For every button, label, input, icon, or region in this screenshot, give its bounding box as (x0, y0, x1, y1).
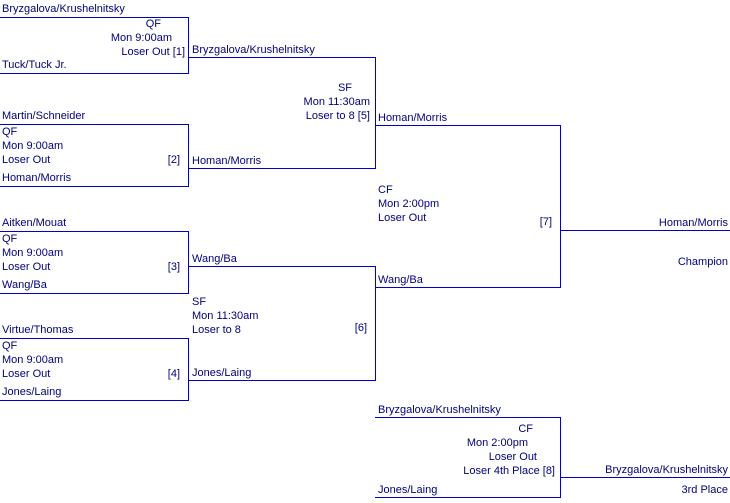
qf4-bottom-team: Jones/Laing (2, 386, 62, 398)
sf2-time: Mon 11:30am (192, 310, 259, 322)
cf-time: Mon 2:00pm (378, 198, 440, 210)
sf2-winner-line (375, 287, 560, 288)
cf-winner: Homan/Morris (658, 217, 728, 229)
third-winner: Bryzgalova/Krushelnitsky (605, 464, 728, 476)
third-bottom-team: Jones/Laing (378, 484, 438, 496)
sf1-winner-line (375, 125, 560, 126)
third-place-label: 3rd Place (681, 484, 728, 496)
qf1-time: Mon 9:00am (110, 32, 172, 44)
champion-label: Champion (677, 256, 728, 268)
qf3-result: Loser Out (2, 261, 51, 273)
sf2-join-line (375, 266, 376, 381)
third-top-team: Bryzgalova/Krushelnitsky (378, 404, 501, 416)
third-join-line (560, 417, 561, 498)
qf2-bottom-line (0, 186, 188, 187)
qf4-seed: [4] (167, 368, 180, 380)
third-time: Mon 2:00pm (466, 437, 528, 449)
qf3-seed: [3] (167, 261, 180, 273)
third-result: Loser Out (488, 451, 537, 463)
qf2-top-team: Martin/Schneider (2, 110, 86, 122)
qf3-time: Mon 9:00am (2, 247, 64, 259)
qf4-top-team: Virtue/Thomas (2, 324, 74, 336)
qf2-seed: [2] (167, 154, 180, 166)
qf3-winner-line (188, 266, 375, 267)
qf2-top-line (0, 124, 188, 125)
qf3-winner: Wang/Ba (192, 253, 237, 265)
qf1-top-team: Bryzgalova/Krushelnitsky (2, 3, 125, 15)
qf4-top-line (0, 338, 188, 339)
qf4-round-label: QF (2, 340, 18, 352)
qf1-winner: Bryzgalova/Krushelnitsky (192, 44, 315, 56)
sf1-round-label: SF (337, 82, 352, 94)
third-winner-line (560, 477, 730, 478)
qf1-bottom-team: Tuck/Tuck Jr. (2, 59, 67, 71)
qf3-bottom-team: Wang/Ba (2, 279, 47, 291)
qf2-result: Loser Out (2, 154, 51, 166)
sf1-time: Mon 11:30am (303, 96, 370, 108)
cf-result: Loser Out (378, 212, 427, 224)
qf1-round-label: QF (145, 18, 161, 30)
qf3-round-label: QF (2, 233, 18, 245)
third-top-line (375, 417, 560, 418)
qf1-bottom-line (0, 73, 188, 74)
sf1-winner: Homan/Morris (378, 112, 448, 124)
qf1-winner-line (188, 57, 375, 58)
cf-seed: [7] (539, 216, 552, 228)
cf-round-label: CF (378, 184, 393, 196)
qf2-round-label: QF (2, 126, 18, 138)
sf1-result: Loser to 8 [5] (305, 110, 370, 122)
qf2-winner: Homan/Morris (192, 155, 262, 167)
qf3-join-line (188, 231, 189, 294)
cf-winner-line (560, 230, 730, 231)
sf2-seed: [6] (354, 322, 367, 334)
sf1-join-line (375, 57, 376, 169)
qf1-top-line (0, 17, 188, 18)
qf2-bottom-team: Homan/Morris (2, 172, 72, 184)
qf2-winner-line (188, 168, 375, 169)
qf1-result: Loser Out [1] (121, 46, 185, 58)
sf2-winner: Wang/Ba (378, 274, 423, 286)
sf2-round-label: SF (192, 296, 207, 308)
cf-join-line (560, 125, 561, 288)
sf2-result: Loser to 8 (192, 324, 241, 336)
qf2-time: Mon 9:00am (2, 140, 64, 152)
qf3-top-line (0, 231, 188, 232)
third-round-label: CF (518, 423, 533, 435)
qf4-winner: Jones/Laing (192, 367, 252, 379)
qf3-top-team: Aitken/Mouat (2, 217, 67, 229)
qf4-winner-line (188, 380, 375, 381)
third-result-2: Loser 4th Place [8] (463, 465, 555, 477)
qf1-join-line (188, 17, 189, 74)
qf4-result: Loser Out (2, 368, 51, 380)
third-bottom-line (375, 497, 560, 498)
qf4-time: Mon 9:00am (2, 354, 64, 366)
qf2-join-line (188, 124, 189, 187)
qf3-bottom-line (0, 293, 188, 294)
qf4-join-line (188, 338, 189, 401)
qf4-bottom-line (0, 400, 188, 401)
